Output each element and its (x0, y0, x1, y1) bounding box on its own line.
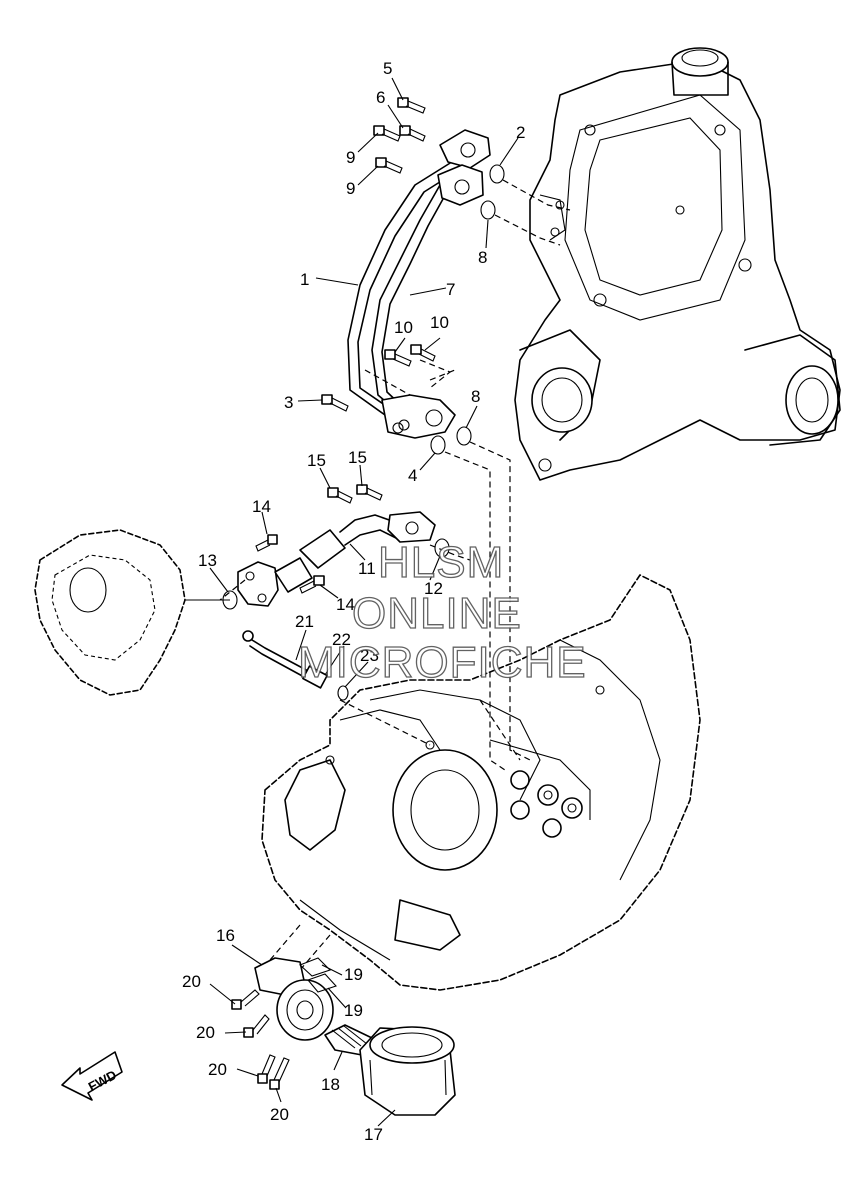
leader-lines (209, 77, 519, 1127)
o-ring-2 (489, 164, 505, 184)
callout-7: 7 (446, 280, 455, 299)
callout-14a: 14 (252, 497, 271, 516)
left-crankcase-cover (34, 529, 230, 696)
callout-15a: 15 (307, 451, 326, 470)
callout-8a: 8 (478, 248, 487, 267)
bolt-5 (397, 97, 426, 114)
callout-11: 11 (358, 559, 376, 578)
bolts-20 (231, 989, 290, 1090)
o-ring-4 (430, 435, 446, 455)
bolt-9a (373, 125, 401, 142)
bolt-14a (255, 534, 278, 552)
watermark-line-2: ONLINE (352, 589, 522, 638)
callout-5: 5 (383, 59, 392, 78)
bolt-15a (327, 487, 353, 504)
callout-21: 21 (295, 612, 314, 631)
gasket-19 (298, 957, 337, 993)
callout-23: 23 (360, 646, 379, 665)
oil-pipe-21 (242, 630, 328, 689)
watermark-line-3: MICROFICHE (298, 638, 587, 687)
callout-4: 4 (408, 466, 417, 485)
bolt-15b (356, 484, 383, 501)
callout-9a: 9 (346, 148, 355, 167)
oil-pipe-7 (371, 184, 449, 413)
bolt-14b (299, 575, 325, 594)
oil-pipe-1 (347, 159, 463, 416)
callout-19a: 19 (344, 965, 363, 984)
oil-filter-bracket-16 (254, 957, 334, 1041)
bolt-3 (321, 394, 349, 412)
callout-13: 13 (198, 551, 217, 570)
callout-20a: 20 (182, 972, 201, 991)
callout-20c: 20 (208, 1060, 227, 1079)
callout-8b: 8 (471, 387, 480, 406)
cylinder-casting (514, 47, 841, 481)
callout-20b: 20 (196, 1023, 215, 1042)
lower-flange (381, 394, 456, 439)
callout-3: 3 (284, 393, 293, 412)
bolt-6 (399, 125, 426, 142)
callout-18: 18 (321, 1075, 340, 1094)
bolt-10a (384, 349, 412, 367)
callout-20d: 20 (270, 1105, 289, 1124)
callout-16: 16 (216, 926, 235, 945)
watermark: HLSM ONLINE MICROFICHE (297, 537, 587, 687)
callout-15b: 15 (348, 448, 367, 467)
fwd-arrow-icon: FWD (61, 1051, 123, 1101)
o-ring-12 (434, 538, 450, 558)
callout-6: 6 (376, 88, 385, 107)
callout-22: 22 (332, 630, 351, 649)
oil-filter-17 (359, 1026, 456, 1116)
crankcase (261, 574, 701, 991)
callout-17: 17 (364, 1125, 383, 1144)
o-ring-8b (456, 426, 472, 446)
callout-9b: 9 (346, 179, 355, 198)
callout-14b: 14 (336, 595, 355, 614)
bolt-10b (410, 344, 436, 362)
callout-12: 12 (424, 579, 443, 598)
o-ring-23 (337, 685, 349, 701)
upper-flange (437, 129, 491, 206)
callout-10a: 10 (394, 318, 413, 337)
callout-10b: 10 (430, 313, 449, 332)
watermark-line-1: HLSM (378, 538, 504, 587)
callouts: 5 6 2 9 9 8 1 7 10 10 3 8 4 15 15 14 13 … (182, 59, 525, 1144)
o-ring-8a (480, 200, 496, 220)
bolt-9b (375, 157, 403, 174)
oil-union-11 (237, 511, 436, 607)
callout-1: 1 (300, 270, 309, 289)
callout-2: 2 (516, 123, 525, 142)
callout-19b: 19 (344, 1001, 363, 1020)
